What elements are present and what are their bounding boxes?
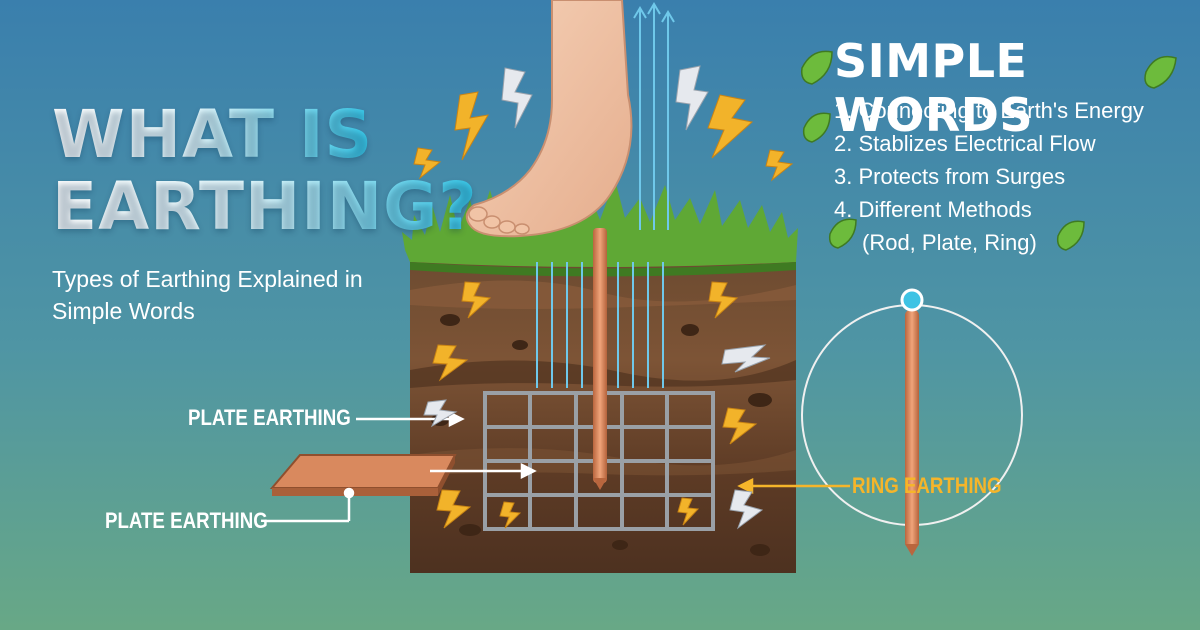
copper-rod-icon (593, 228, 607, 490)
ring-pointer (737, 477, 850, 495)
subtitle: Types of Earthing Explained in Simple Wo… (52, 266, 363, 324)
page-title-line2: EARTHING? (52, 168, 478, 245)
copper-plate-icon (269, 454, 457, 496)
simple-words-title: SIMPLE WORDS (834, 34, 1034, 142)
plate-earthing-label-top: PLATE EARTHING (188, 405, 351, 430)
lightning-bolt-icon (423, 65, 771, 530)
lightning-bolt-icon (413, 91, 794, 529)
simple-words-item: 1. Connecting to Earth's Energy (834, 98, 1144, 123)
simple-words-item: 4. Different Methods (834, 197, 1032, 222)
simple-words-item: 3. Protects from Surges (834, 164, 1066, 189)
ring-earthing-label: RING EARTHING (852, 473, 1002, 498)
page-title-line1: WHAT IS (52, 96, 374, 173)
ring-electrode-icon (801, 288, 1023, 556)
simple-words-item: (Rod, Plate, Ring) (862, 230, 1037, 255)
plate-earthing-label-bottom: PLATE EARTHING (105, 508, 268, 533)
foot-icon (465, 0, 633, 238)
simple-words-item: 2. Stablizes Electrical Flow (834, 131, 1096, 156)
leaf-icon (800, 50, 1177, 251)
energy-flow-lines (536, 2, 675, 388)
